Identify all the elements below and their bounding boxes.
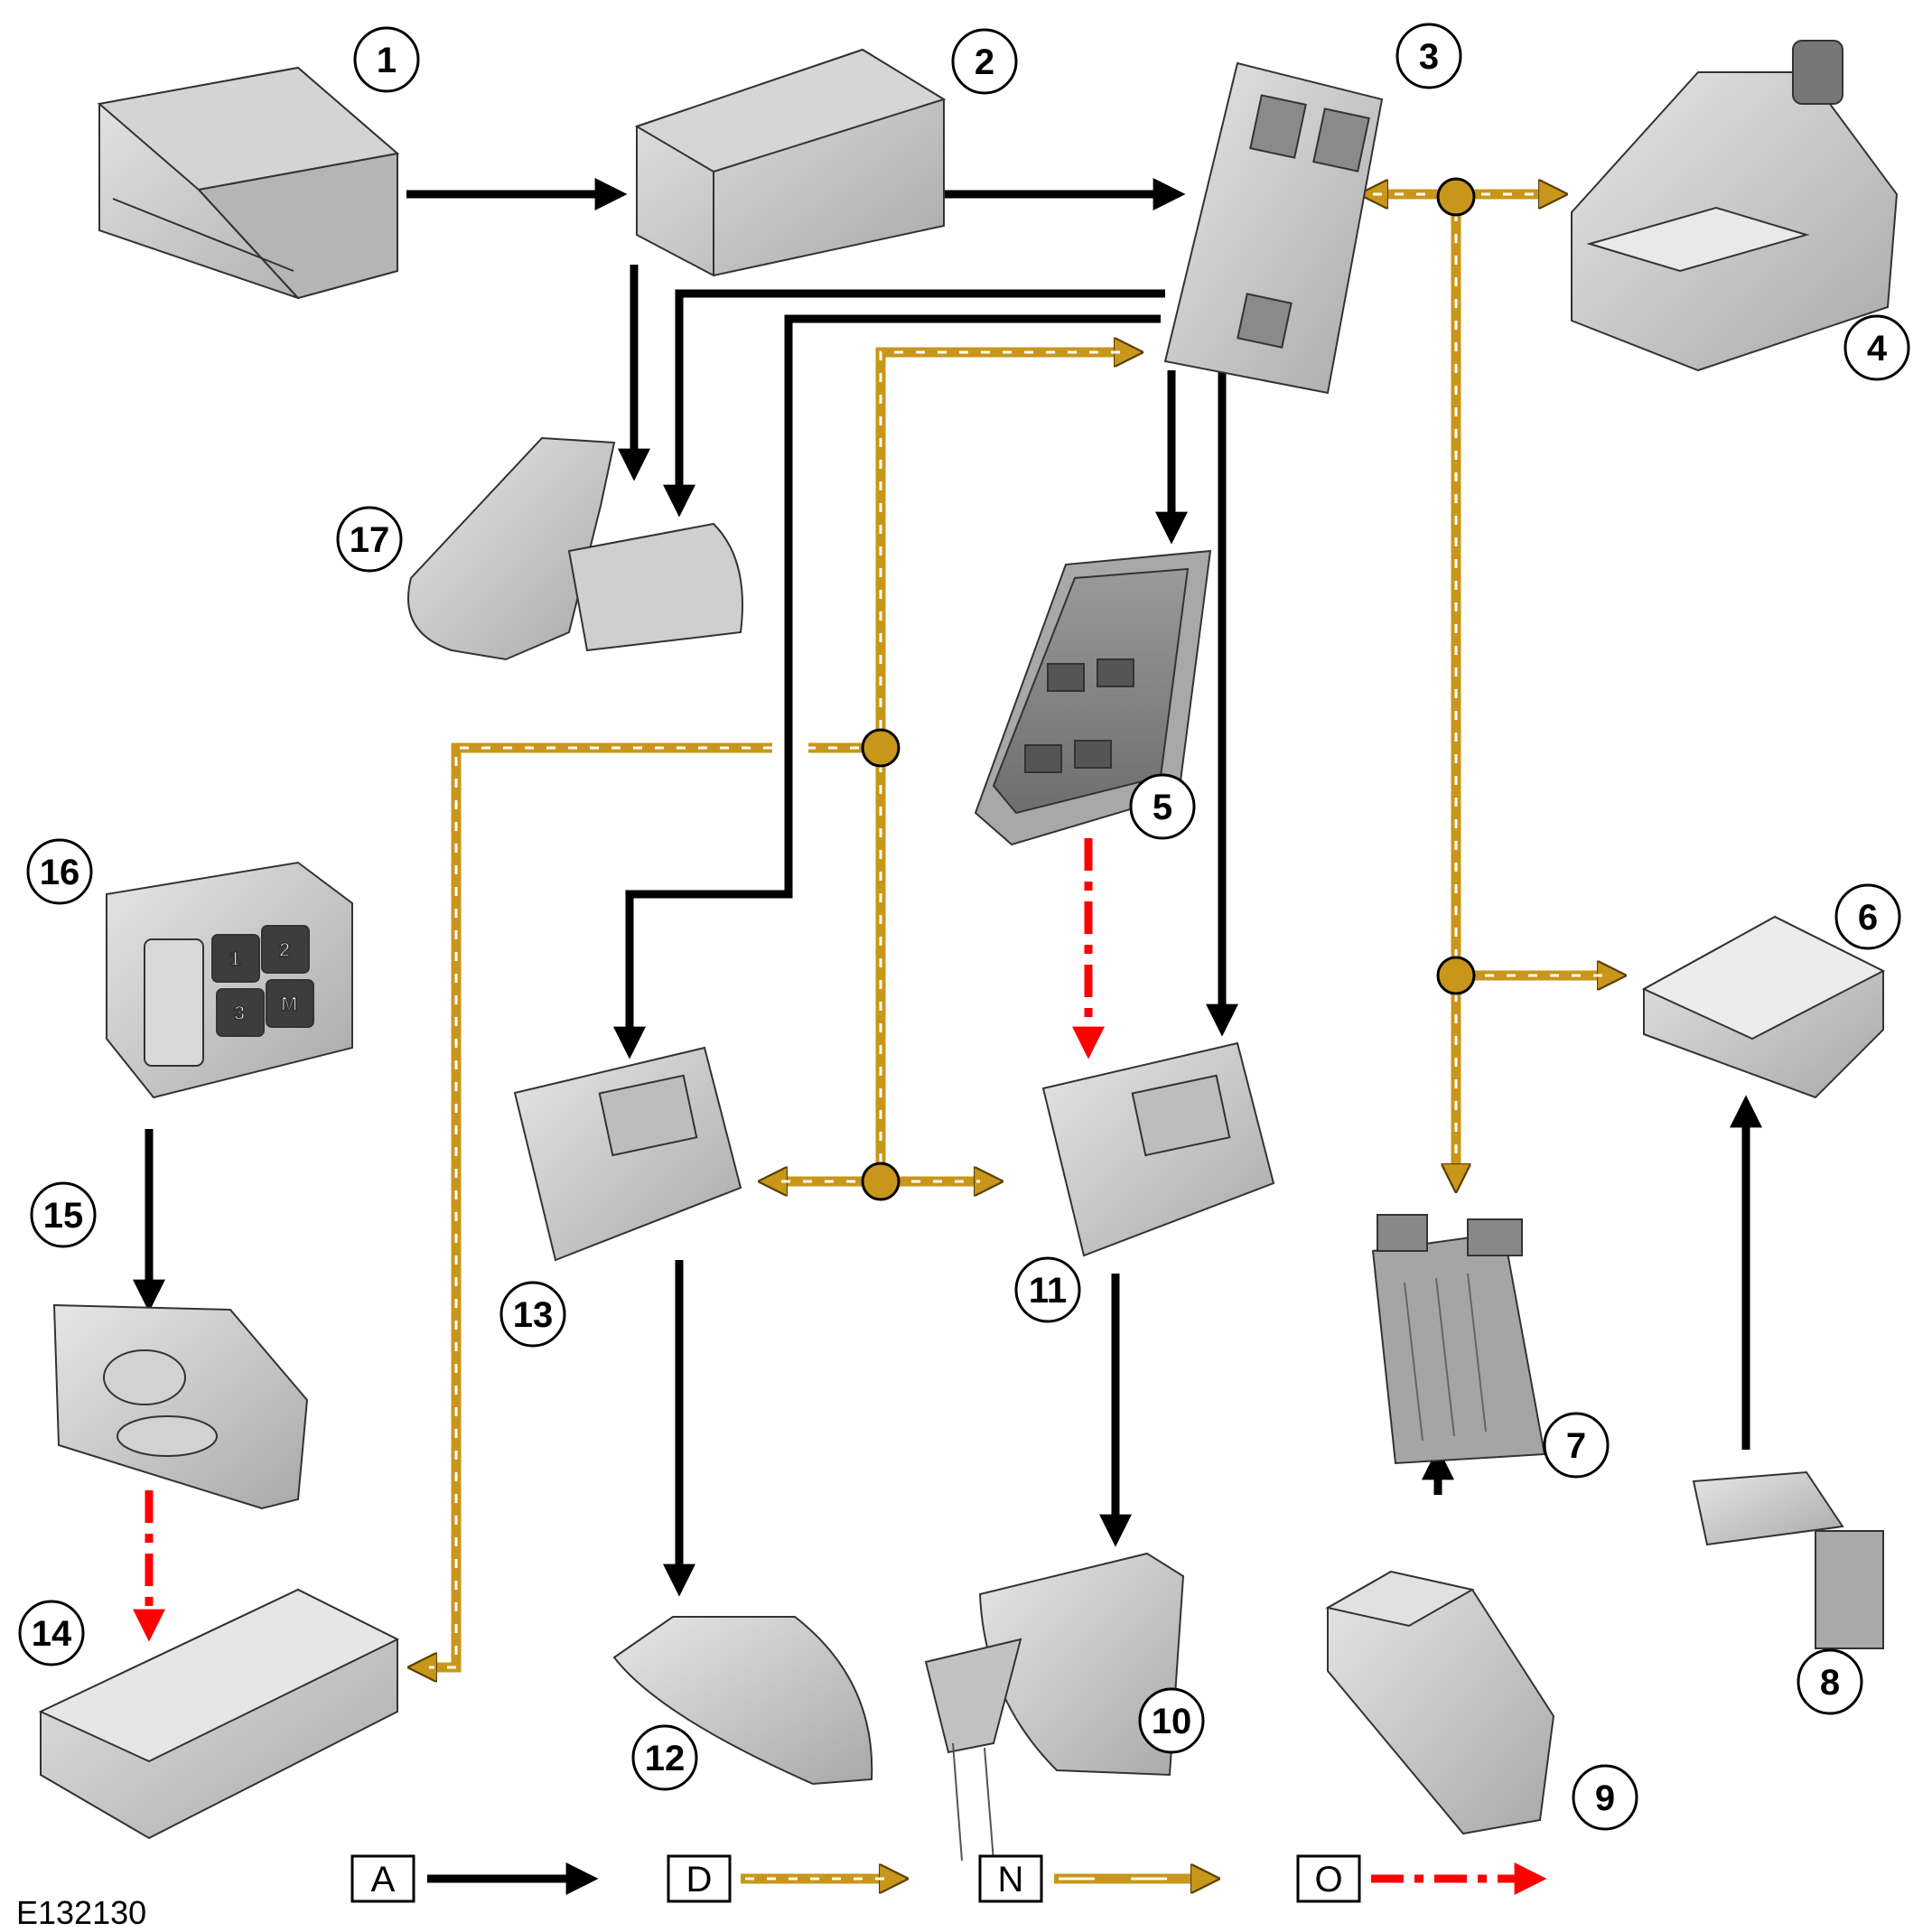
badge-4: 4: [1843, 314, 1910, 381]
badge-9: 9: [1572, 1764, 1638, 1831]
svg-text:16: 16: [40, 853, 80, 892]
battery-icon: [97, 66, 400, 300]
badge-7: 7: [1543, 1412, 1610, 1479]
svg-text:17: 17: [350, 520, 390, 560]
badge-14: 14: [18, 1600, 85, 1666]
legend: A D N O E132130: [16, 1854, 1547, 1931]
mirror-glass-icon: [924, 1552, 1185, 1862]
memory-key-1: 1: [229, 947, 240, 970]
svg-text:7: 7: [1566, 1426, 1586, 1466]
door-module-right-icon: [1041, 1041, 1275, 1257]
body-control-module-icon: [1163, 61, 1384, 395]
svg-text:10: 10: [1152, 1702, 1192, 1741]
legend-item-d: D: [667, 1854, 899, 1903]
svg-text:14: 14: [32, 1614, 72, 1654]
badge-5: 5: [1129, 773, 1196, 840]
engine-control-module-icon: [1371, 1214, 1546, 1465]
figure-code: E132130: [16, 1894, 146, 1931]
wire-3-to-17: [663, 289, 1165, 518]
badge-12: 12: [631, 1724, 698, 1791]
memory-key-m: M: [281, 993, 297, 1015]
svg-text:15: 15: [43, 1196, 84, 1236]
badge-6: 6: [1834, 883, 1901, 950]
bus-node: [861, 1162, 901, 1201]
svg-text:4: 4: [1867, 329, 1888, 369]
control-module-icon: [1641, 915, 1886, 1099]
badge-17: 17: [336, 506, 403, 573]
bus-node: [861, 728, 901, 768]
component-labels: 1 2 3 4 5 6 7 8 9 10 11 12 13 14 15 16 1…: [18, 23, 1910, 1831]
connector-icon: [1325, 1570, 1555, 1835]
legend-item-a: A: [350, 1854, 599, 1903]
mirror-left-icon: [612, 1616, 873, 1786]
badge-10: 10: [1138, 1687, 1205, 1754]
svg-text:O: O: [1314, 1860, 1342, 1899]
bus-node: [1436, 177, 1476, 217]
svg-text:A: A: [371, 1860, 396, 1899]
memory-switch-icon: 1 2 3 M: [106, 861, 353, 1099]
badge-11: 11: [1014, 1256, 1081, 1323]
badge-3: 3: [1395, 23, 1462, 89]
bus-3-to-node: [875, 352, 1134, 1174]
bus-connections: [417, 177, 1617, 1667]
door-module-left-icon: [513, 1046, 742, 1262]
badge-1: 1: [353, 26, 420, 93]
memory-key-2: 2: [279, 938, 290, 961]
memory-key-3: 3: [234, 1002, 245, 1024]
svg-text:1: 1: [377, 41, 397, 80]
hardwired-connections: [133, 178, 1762, 1597]
bus-node: [1436, 956, 1476, 995]
wire-3-to-13: [613, 314, 1161, 1059]
legend-item-n: N: [978, 1854, 1210, 1903]
transmission-control-icon: [1571, 40, 1899, 372]
svg-text:9: 9: [1595, 1778, 1615, 1818]
badge-2: 2: [951, 28, 1018, 95]
svg-text:N: N: [998, 1860, 1024, 1899]
junction-box-icon: [634, 48, 947, 277]
seat-switch-icon: [52, 1303, 309, 1510]
svg-text:D: D: [686, 1860, 713, 1899]
interior-mirror-icon: [407, 436, 743, 661]
badge-16: 16: [26, 838, 93, 905]
badge-8: 8: [1797, 1648, 1863, 1715]
svg-text:11: 11: [1029, 1271, 1067, 1311]
seat-module-icon: [38, 1588, 400, 1840]
svg-text:12: 12: [645, 1739, 686, 1778]
legend-item-o: O: [1296, 1854, 1547, 1903]
speed-sensor-icon: [1692, 1470, 1884, 1649]
svg-text:5: 5: [1153, 788, 1172, 827]
svg-text:3: 3: [1419, 37, 1439, 77]
lin-connections: [133, 838, 1105, 1642]
window-switch-pack-icon: [974, 549, 1212, 846]
badge-15: 15: [30, 1181, 97, 1248]
svg-text:6: 6: [1858, 898, 1878, 938]
badge-13: 13: [499, 1281, 566, 1348]
svg-text:8: 8: [1820, 1663, 1840, 1703]
svg-text:2: 2: [975, 42, 994, 82]
svg-text:13: 13: [513, 1295, 554, 1335]
